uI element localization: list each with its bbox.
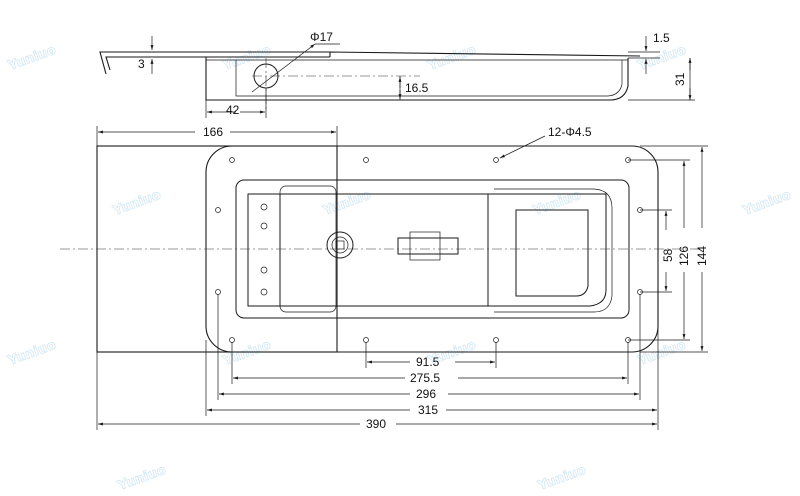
dim-390: 390 <box>366 417 386 431</box>
dim-1-5: 1.5 <box>653 31 670 45</box>
mounting-hole <box>229 337 235 343</box>
dim-91-5: 91.5 <box>416 355 440 369</box>
dim-296: 296 <box>416 387 436 401</box>
watermark-layer: Yuniuo Yuniuo Yuniuo Yuniuo Yuniuo Yuniu… <box>5 42 794 494</box>
hinge-bolt <box>260 288 268 296</box>
dim-31: 31 <box>673 72 687 86</box>
lever-body <box>279 193 489 307</box>
dim-315: 315 <box>418 403 438 417</box>
mounting-hole <box>493 337 499 343</box>
watermark: Yuniuo <box>635 43 688 74</box>
mounting-hole <box>493 157 499 163</box>
dim-3: 3 <box>138 57 145 71</box>
watermark: Yuniuo <box>635 338 688 369</box>
dim-16-5: 16.5 <box>405 81 429 95</box>
dim-166: 166 <box>203 125 223 139</box>
watermark: Yuniuo <box>220 338 273 369</box>
dim-42: 42 <box>226 103 240 117</box>
latch-hook <box>99 51 641 75</box>
watermark: Yuniuo <box>5 43 58 74</box>
watermark: Yuniuo <box>115 463 168 494</box>
mounting-hole <box>215 289 221 295</box>
latch-body-inner <box>206 59 628 97</box>
dim-phi17: Φ17 <box>310 30 333 44</box>
watermark: Yuniuo <box>425 43 478 74</box>
dim-58: 58 <box>661 248 675 262</box>
hinge-bolt <box>260 266 268 274</box>
watermark: Yuniuo <box>740 188 793 219</box>
lock-cylinder-inner <box>331 236 349 254</box>
mounting-hole <box>215 207 221 213</box>
slider-bolt <box>397 237 459 255</box>
lock-cylinder-outer <box>326 231 354 259</box>
watermark: Yuniuo <box>5 338 58 369</box>
dim-275-5: 275.5 <box>410 371 440 385</box>
dim-12-phi4-5: 12-Φ4.5 <box>548 125 592 139</box>
watermark: Yuniuo <box>535 463 588 494</box>
plan-view: 166 12-Φ4.5 58 126 144 91.5 275.5 <box>60 125 709 431</box>
mounting-hole <box>363 157 369 163</box>
handle-grip-opening <box>515 209 589 297</box>
holes-leader <box>499 135 546 159</box>
slider-guide <box>409 231 441 261</box>
hinge-bolt <box>260 222 268 230</box>
phi17-leader <box>251 43 316 93</box>
mounting-hole <box>363 337 369 343</box>
watermark: Yuniuo <box>220 43 273 74</box>
watermark: Yuniuo <box>530 188 583 219</box>
hinge-bolt <box>260 203 268 211</box>
mounting-hole <box>229 157 235 163</box>
handle-outline <box>487 193 607 307</box>
watermark: Yuniuo <box>320 188 373 219</box>
latch-body-outline <box>205 57 629 101</box>
side-view: Φ17 3 1.5 31 16.5 42 <box>99 30 695 118</box>
dim-144: 144 <box>695 246 709 266</box>
dim-126: 126 <box>677 246 691 266</box>
watermark: Yuniuo <box>110 188 163 219</box>
handle-rim <box>494 188 613 313</box>
